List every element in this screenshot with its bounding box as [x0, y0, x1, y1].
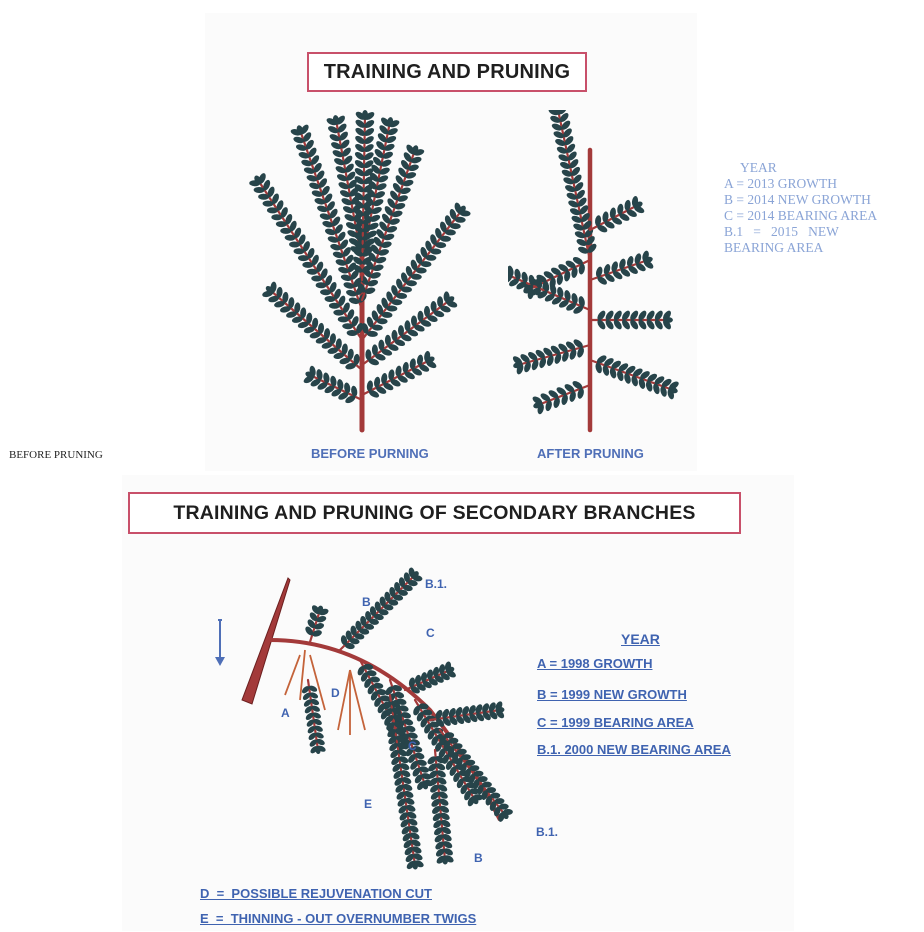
label-b-top: B: [362, 595, 371, 609]
side-legend-heading: YEAR: [724, 160, 924, 176]
shoot-stem: [590, 360, 673, 390]
after-pruning-caption: AFTER PRUNING: [537, 446, 644, 461]
top-title: TRAINING AND PRUNING: [307, 52, 587, 92]
label-a: A: [281, 706, 290, 720]
side-legend-line: BEARING AREA: [724, 240, 924, 256]
label-b-bottom: B: [474, 851, 483, 865]
bottom-legend-line: B = 1999 NEW GROWTH: [537, 687, 687, 702]
side-legend-line: A = 2013 GROWTH: [724, 176, 924, 192]
after-pruning-plant: [508, 110, 688, 435]
twig: [338, 670, 350, 730]
before-pruning-caption: BEFORE PURNING: [311, 446, 429, 461]
bottom-legend-line: B.1. 2000 NEW BEARING AREA: [537, 742, 731, 757]
twig: [285, 655, 300, 695]
note-d: D = POSSIBLE REJUVENATION CUT: [200, 886, 432, 901]
side-year-legend: YEAR A = 2013 GROWTH B = 2014 NEW GROWTH…: [724, 160, 924, 256]
bottom-title: TRAINING AND PRUNING OF SECONDARY BRANCH…: [128, 492, 741, 534]
label-d: D: [331, 686, 340, 700]
shoot-stem: [558, 110, 590, 260]
bottom-legend-heading: YEAR: [621, 631, 660, 647]
secondary-branch-illustration: [200, 560, 540, 890]
bottom-legend-line: C = 1999 BEARING AREA: [537, 715, 694, 730]
label-e: E: [364, 797, 372, 811]
label-c-mid: C: [408, 739, 417, 753]
label-b1-top: B.1.: [425, 577, 447, 591]
side-legend-line: B.1 = 2015 NEW: [724, 224, 924, 240]
before-pruning-plant: [240, 110, 480, 435]
leaf: [663, 317, 673, 323]
label-c-top: C: [426, 626, 435, 640]
bottom-legend-line: A = 1998 GROWTH: [537, 656, 652, 671]
before-pruning-label: BEFORE PRUNING: [9, 449, 103, 461]
label-b1-bottom: B.1.: [536, 825, 558, 839]
side-legend-line: C = 2014 BEARING AREA: [724, 208, 924, 224]
side-legend-line: B = 2014 NEW GROWTH: [724, 192, 924, 208]
note-e: E = THINNING - OUT OVERNUMBER TWIGS: [200, 911, 476, 926]
